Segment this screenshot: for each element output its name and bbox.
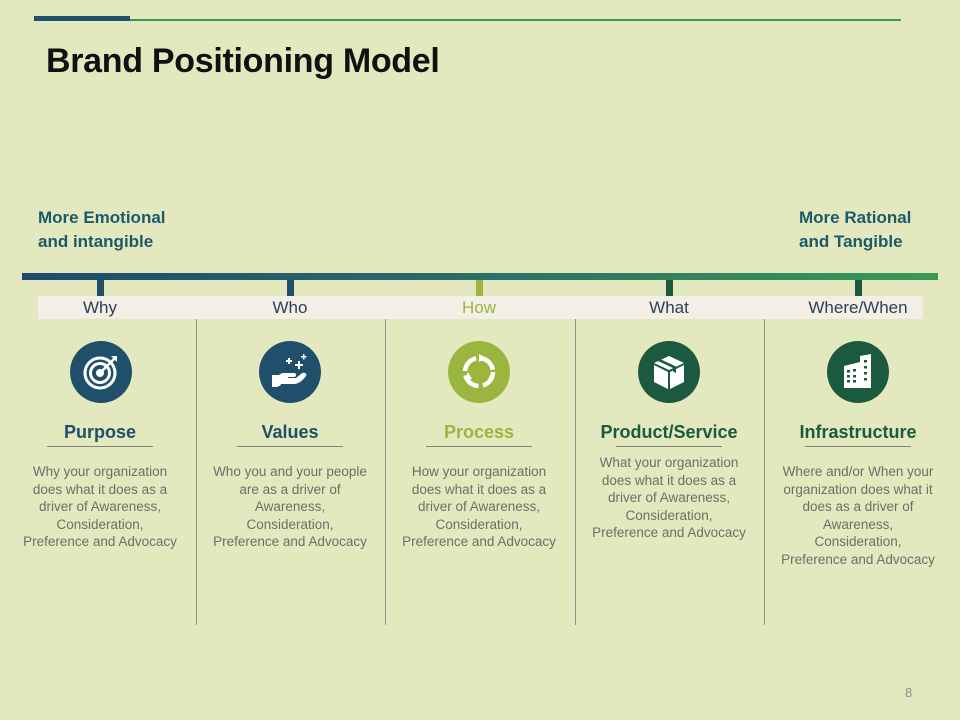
emotional-label-line-2: and intangible xyxy=(38,232,154,251)
top-accent-line xyxy=(130,19,901,21)
top-accent-bar xyxy=(34,16,130,21)
page-title: Brand Positioning Model xyxy=(46,42,440,80)
question-why: Why xyxy=(83,298,117,317)
target-icon xyxy=(83,356,117,390)
timeline-tick-why xyxy=(97,280,104,296)
timeline-tick-where-when xyxy=(855,280,862,296)
purpose-icon-circle xyxy=(70,341,132,403)
question-where-when: Where/When xyxy=(808,298,908,317)
purpose-title: Purpose xyxy=(63,422,137,442)
column-divider xyxy=(385,319,386,625)
infrastructure-title: Infrastructure xyxy=(799,422,917,442)
hand-giving-icon xyxy=(272,354,307,387)
emotional-label-line-1: More Emotional xyxy=(38,208,166,227)
infrastructure-underline xyxy=(805,446,911,447)
infrastructure-description: Where and/or When your organization does… xyxy=(781,464,935,567)
box-icon xyxy=(654,356,684,389)
timeline-tick-who xyxy=(287,280,294,296)
question-how: How xyxy=(461,298,496,317)
timeline-tick-what xyxy=(666,280,673,296)
process-description: How your organization does what it does … xyxy=(402,464,556,550)
recycle-arrows-icon xyxy=(462,354,496,389)
process-title: Process xyxy=(443,422,515,442)
values-title: Values xyxy=(261,422,319,442)
values-icon-circle xyxy=(259,341,321,403)
rational-label: More Rational and Tangible xyxy=(799,206,911,254)
question-band xyxy=(38,296,923,319)
product-service-title: Product/Service xyxy=(600,422,738,442)
rational-label-line-1: More Rational xyxy=(799,208,912,227)
process-icon-circle xyxy=(448,341,510,403)
purpose-description: Why your organization does what it does … xyxy=(23,464,177,550)
infrastructure-icon-circle xyxy=(827,341,889,403)
product-service-description: What your organization does what it does… xyxy=(592,455,746,541)
column-divider xyxy=(764,319,765,625)
product-service-underline xyxy=(616,446,722,447)
timeline-tick-how xyxy=(476,280,483,296)
emotional-to-rational-timeline xyxy=(22,273,938,280)
column-divider xyxy=(575,319,576,625)
values-underline xyxy=(237,446,343,447)
question-who: Who xyxy=(272,298,308,317)
values-description: Who you and your people are as a driver … xyxy=(213,464,367,550)
column-divider xyxy=(196,319,197,625)
product-service-icon-circle xyxy=(638,341,700,403)
question-what: What xyxy=(649,298,689,317)
process-underline xyxy=(426,446,532,447)
rational-label-line-2: and Tangible xyxy=(799,232,903,251)
emotional-label: More Emotional and intangible xyxy=(38,206,166,254)
building-icon xyxy=(844,354,871,388)
purpose-underline xyxy=(47,446,153,447)
page-number: 8 xyxy=(905,685,913,700)
